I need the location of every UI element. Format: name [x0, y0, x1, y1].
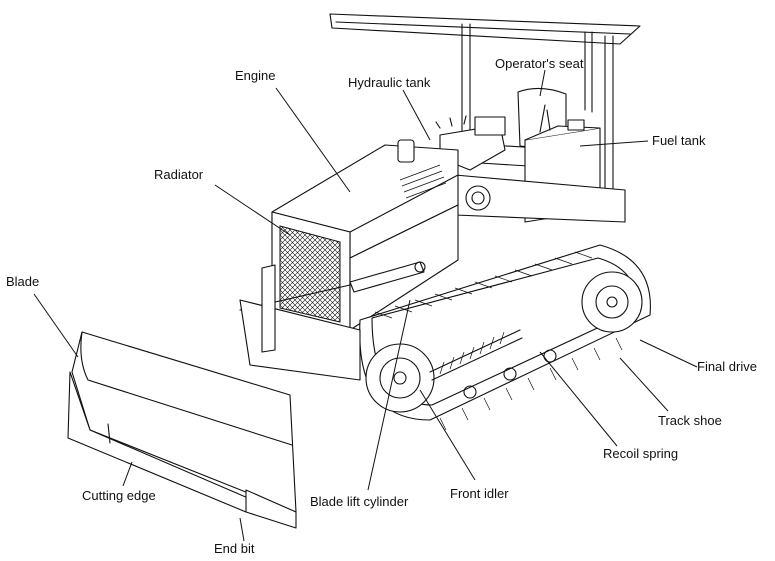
label-hydraulic-tank: Hydraulic tank: [348, 75, 431, 90]
label-fuel-tank: Fuel tank: [652, 133, 706, 148]
label-engine: Engine: [235, 68, 275, 83]
label-recoil-spring: Recoil spring: [603, 446, 678, 461]
label-cutting-edge: Cutting edge: [82, 488, 156, 503]
arm-bracket: [261, 264, 276, 353]
track-assembly: [359, 244, 651, 431]
label-radiator: Radiator: [154, 167, 204, 182]
label-end-bit: End bit: [214, 541, 255, 556]
bulldozer-drawing: [67, 13, 651, 529]
label-blade: Blade: [6, 274, 39, 289]
labels: Engine Hydraulic tank Operator's seat Fu…: [6, 56, 757, 556]
label-final-drive: Final drive: [697, 359, 757, 374]
label-track-shoe: Track shoe: [658, 413, 722, 428]
leader-lines: [33, 69, 698, 542]
canopy: [329, 13, 641, 201]
blade-shape: [67, 331, 297, 529]
label-operators-seat: Operator's seat: [495, 56, 584, 71]
label-blade-lift-cylinder: Blade lift cylinder: [310, 494, 409, 509]
label-front-idler: Front idler: [450, 486, 509, 501]
